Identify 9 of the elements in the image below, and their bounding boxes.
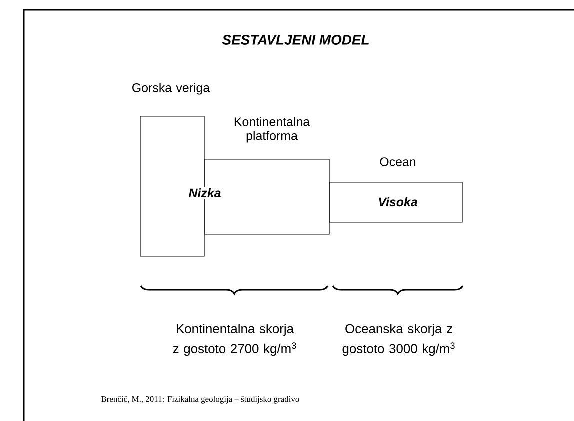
crust-block: Ocean Visoka bbox=[329, 158, 463, 223]
title: SESTAVLJENI MODEL bbox=[222, 35, 369, 45]
node-label: Kontinentalna platforma bbox=[234, 117, 310, 143]
crust-label: Oceanska skorja z gostoto 3000 kg/m$^{3}$ bbox=[342, 324, 455, 356]
node-label: Ocean bbox=[380, 158, 416, 166]
node-label: Gorska veriga bbox=[132, 83, 210, 95]
source-note: Brenčič, M., 2011: Fizikalna geologija – študijsko gradivo bbox=[101, 396, 300, 404]
region-label: Nizka bbox=[187, 186, 223, 200]
crust-label: Kontinentalna skorja z gostoto 2700 kg/m$^{3}$ bbox=[173, 324, 296, 356]
